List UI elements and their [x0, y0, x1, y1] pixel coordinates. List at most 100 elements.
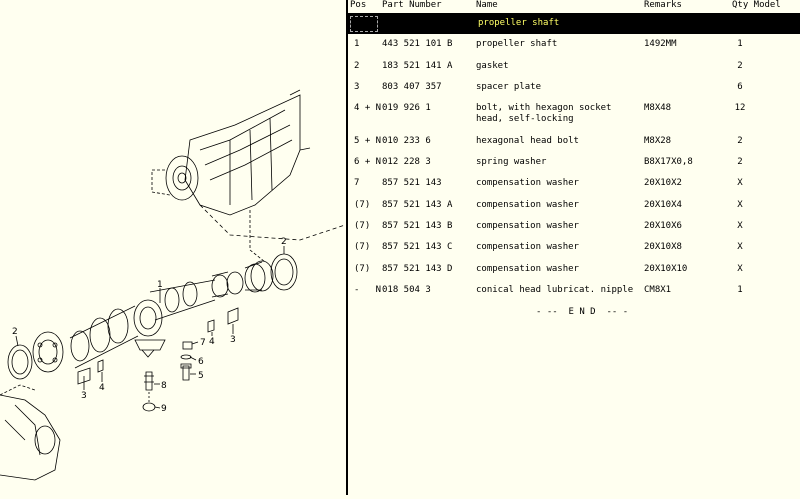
callout-1: 1	[157, 280, 163, 290]
cell-part-number: 183 521 141 A	[382, 61, 453, 71]
cell-pos: 3	[354, 82, 360, 92]
cell-name: bolt, with hexagon socket head, self-loc…	[476, 103, 612, 124]
cell-part-number: 803 407 357	[382, 82, 442, 92]
cell-pos: 1	[354, 39, 360, 49]
bolt-4-right	[207, 319, 215, 333]
callout-5: 5	[198, 371, 204, 381]
callout-2-right: 2	[281, 237, 287, 247]
callout-9: 9	[161, 404, 167, 414]
left-joint	[32, 331, 64, 373]
bolt-5	[180, 363, 192, 381]
header-qty-model[interactable]: Qty Model	[732, 0, 781, 10]
cell-name: spring washer	[476, 157, 547, 167]
cell-name: compensation washer	[476, 264, 579, 274]
cell-remarks: 1492MM	[644, 39, 677, 49]
cell-qty: 12	[734, 103, 746, 113]
cell-qty: 1	[737, 39, 743, 49]
table-row[interactable]: 2 183 521 141 A gasket 2	[348, 61, 800, 83]
cell-remarks: M8X48	[644, 103, 672, 113]
cell-part-number: 443 521 101 B	[382, 39, 453, 49]
selected-group-name: propeller shaft	[478, 18, 560, 28]
cell-part-number: 018 504 3	[382, 285, 431, 295]
cell-qty: 2	[737, 61, 743, 71]
cell-qty: X	[737, 178, 743, 188]
table-row[interactable]: (7) 857 521 143 B compensation washer 20X10…	[348, 221, 800, 243]
cell-pos: (7)	[354, 200, 371, 210]
cell-remarks: 20X10X10	[644, 264, 688, 274]
propeller-tube	[149, 279, 216, 321]
bolt-4-left	[97, 359, 104, 373]
header-remarks[interactable]: Remarks	[644, 0, 682, 10]
callout-7: 7	[200, 338, 206, 348]
cell-part-number: 857 521 143 B	[382, 221, 453, 231]
bolt-3-right	[227, 307, 239, 325]
cell-name: hexagonal head bolt	[476, 136, 579, 146]
cell-part-number: 010 233 6	[382, 136, 431, 146]
cell-part-number: 857 521 143 D	[382, 264, 453, 274]
transmission-housing	[184, 94, 301, 216]
cell-pos: 5 + N	[354, 136, 382, 146]
header-name[interactable]: Name	[476, 0, 498, 10]
transmission-flange	[165, 155, 199, 201]
header-part-number[interactable]: Part Number	[382, 0, 442, 10]
callout-6: 6	[198, 357, 204, 367]
cell-name: compensation washer	[476, 178, 579, 188]
column-header-row: Pos Part Number Name Remarks Qty Model	[348, 0, 800, 11]
propeller-shaft-drawing: 1 2 2 3 3 4 4 5 6 7 8 9	[0, 89, 346, 481]
bolt-3-left	[77, 367, 91, 385]
cell-remarks: 20X10X8	[644, 242, 682, 252]
nut-9	[142, 402, 156, 412]
callout-3-right: 3	[230, 335, 236, 345]
cell-qty: 6	[737, 82, 743, 92]
cell-part-number: 857 521 143	[382, 178, 442, 188]
cell-name: conical head lubricat. nipple	[476, 285, 634, 295]
cell-remarks: CM8X1	[644, 285, 672, 295]
cell-pos: (7)	[354, 264, 371, 274]
cell-name: compensation washer	[476, 221, 579, 231]
cell-remarks: 20X10X6	[644, 221, 682, 231]
cell-pos: 6 + N	[354, 157, 382, 167]
cell-remarks: 20X10X4	[644, 200, 682, 210]
pane-divider[interactable]	[346, 0, 348, 495]
cell-qty: X	[737, 221, 743, 231]
cell-part-number: 857 521 143 C	[382, 242, 453, 252]
cell-name: gasket	[476, 61, 509, 71]
table-row[interactable]: 7 857 521 143 compensation washer 20X10X2 X	[348, 178, 800, 200]
center-bearing	[133, 299, 163, 337]
cell-qty: X	[737, 200, 743, 210]
selection-box	[350, 16, 378, 32]
cell-pos: (7)	[354, 221, 371, 231]
selected-group-row[interactable]: propeller shaft	[348, 13, 800, 34]
washer-6	[180, 354, 192, 360]
washer-7	[182, 341, 193, 350]
callout-2-left: 2	[12, 327, 18, 337]
callout-3-left: 3	[81, 391, 87, 401]
cell-qty: 2	[737, 136, 743, 146]
cell-qty: 1	[737, 285, 743, 295]
cell-pos: - N	[354, 285, 382, 295]
cell-qty: X	[737, 264, 743, 274]
callout-4-left: 4	[99, 383, 105, 393]
cell-pos: 2	[354, 61, 360, 71]
cell-pos: 7	[354, 178, 360, 188]
table-row[interactable]: (7) 857 521 143 D compensation washer 20X10…	[348, 264, 800, 286]
cell-remarks: 20X10X2	[644, 178, 682, 188]
cell-qty: X	[737, 242, 743, 252]
nipple-8	[144, 371, 154, 391]
differential-housing	[0, 394, 61, 481]
header-pos[interactable]: Pos	[350, 0, 367, 10]
cell-pos: (7)	[354, 242, 371, 252]
cell-remarks: M8X28	[644, 136, 672, 146]
cell-qty: 2	[737, 157, 743, 167]
cell-remarks: B8X17X0,8	[644, 157, 693, 167]
cell-part-number: 012 228 3	[382, 157, 431, 167]
